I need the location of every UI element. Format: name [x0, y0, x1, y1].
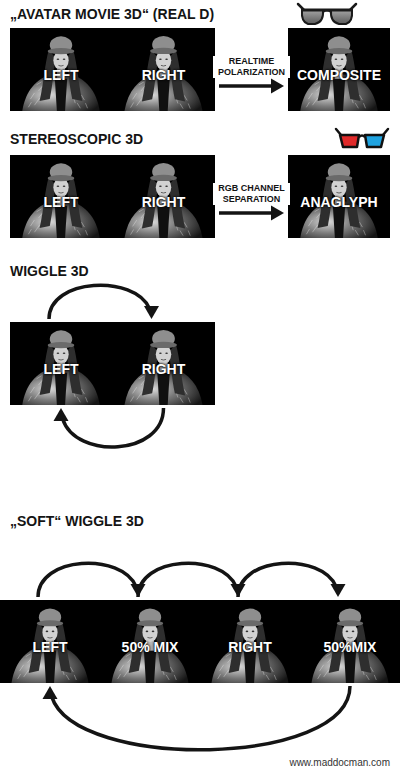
- glasses-lens: [331, 10, 352, 24]
- arrow-connector: [219, 206, 284, 221]
- image-frame: 50%MIX: [300, 600, 400, 683]
- frame-label: LEFT: [40, 194, 83, 210]
- image-frame: RIGHT: [112, 322, 215, 405]
- portrait-figure: [300, 600, 400, 683]
- frame-label: LEFT: [40, 361, 83, 377]
- arrow-head: [54, 408, 69, 421]
- arrow-connector: [49, 285, 159, 319]
- glasses-frame: [301, 9, 353, 12]
- arrow-head: [43, 686, 58, 699]
- frame-label: COMPOSITE: [293, 67, 385, 83]
- watermark: www.maddocman.com: [289, 757, 390, 769]
- arrow-connector: [54, 408, 164, 447]
- frame-label: LEFT: [40, 67, 83, 83]
- portrait-figure: [112, 155, 215, 238]
- frame-label: LEFT: [29, 639, 72, 655]
- glasses-bridge: [359, 136, 365, 138]
- image-frame: RIGHT: [200, 600, 300, 683]
- frame-label: 50% MIX: [118, 639, 183, 655]
- image-frame: 50% MIX: [100, 600, 200, 683]
- glasses-lens: [302, 10, 323, 24]
- polarized-glasses-icon: [296, 2, 358, 28]
- portrait-figure: [10, 322, 112, 405]
- arrow-line: [49, 285, 152, 319]
- arrow-head: [331, 584, 346, 597]
- image-frame: RIGHT: [112, 155, 215, 238]
- portrait-figure: [288, 155, 390, 238]
- image-frame: ANAGLYPH: [288, 155, 390, 238]
- arrow-line: [50, 686, 350, 750]
- section-heading: „AVATAR MOVIE 3D“ (REAL D): [10, 6, 214, 22]
- red-lens: [340, 135, 359, 147]
- section-heading: WIGGLE 3D: [10, 263, 89, 279]
- portrait-figure: [200, 600, 300, 683]
- image-frame: LEFT: [10, 155, 112, 238]
- portrait-figure: [288, 28, 390, 111]
- section-heading: „SOFT“ WIGGLE 3D: [10, 513, 144, 529]
- arrow-line: [238, 563, 338, 597]
- section-heading: STEREOSCOPIC 3D: [10, 131, 143, 147]
- frame-label: RIGHT: [138, 194, 190, 210]
- portrait-figure: [10, 155, 112, 238]
- glasses-bridge: [323, 11, 331, 13]
- portrait-figure: [112, 322, 215, 405]
- arrow-connector: [238, 563, 346, 597]
- arrow-line: [61, 408, 164, 447]
- arrow-line: [38, 563, 138, 597]
- image-frame: LEFT: [10, 322, 112, 405]
- frame-label: RIGHT: [224, 639, 276, 655]
- arrow-connector: [43, 686, 351, 750]
- edge-label: REALTIME POLARIZATION: [213, 56, 290, 78]
- frame-label: RIGHT: [138, 67, 190, 83]
- frame-label: 50%MIX: [320, 639, 381, 655]
- portrait-figure: [10, 28, 112, 111]
- arrow-connector: [38, 563, 146, 597]
- arrow-line: [138, 563, 238, 597]
- cyan-lens: [365, 135, 384, 147]
- image-frame: COMPOSITE: [288, 28, 390, 111]
- edge-label: RGB CHANNEL SEPARATION: [213, 183, 290, 205]
- arrow-connector: [219, 79, 284, 94]
- image-frame: LEFT: [10, 28, 112, 111]
- portrait-figure: [100, 600, 200, 683]
- frame-label: RIGHT: [138, 361, 190, 377]
- image-frame: LEFT: [0, 600, 100, 683]
- frame-label: ANAGLYPH: [296, 194, 381, 210]
- arrow-head: [271, 206, 284, 221]
- image-frame: RIGHT: [112, 28, 215, 111]
- arrow-connector: [138, 563, 246, 597]
- portrait-figure: [112, 28, 215, 111]
- arrow-head: [271, 79, 284, 94]
- anaglyph-glasses-icon: [334, 126, 390, 152]
- portrait-figure: [0, 600, 100, 683]
- arrow-head: [144, 306, 159, 319]
